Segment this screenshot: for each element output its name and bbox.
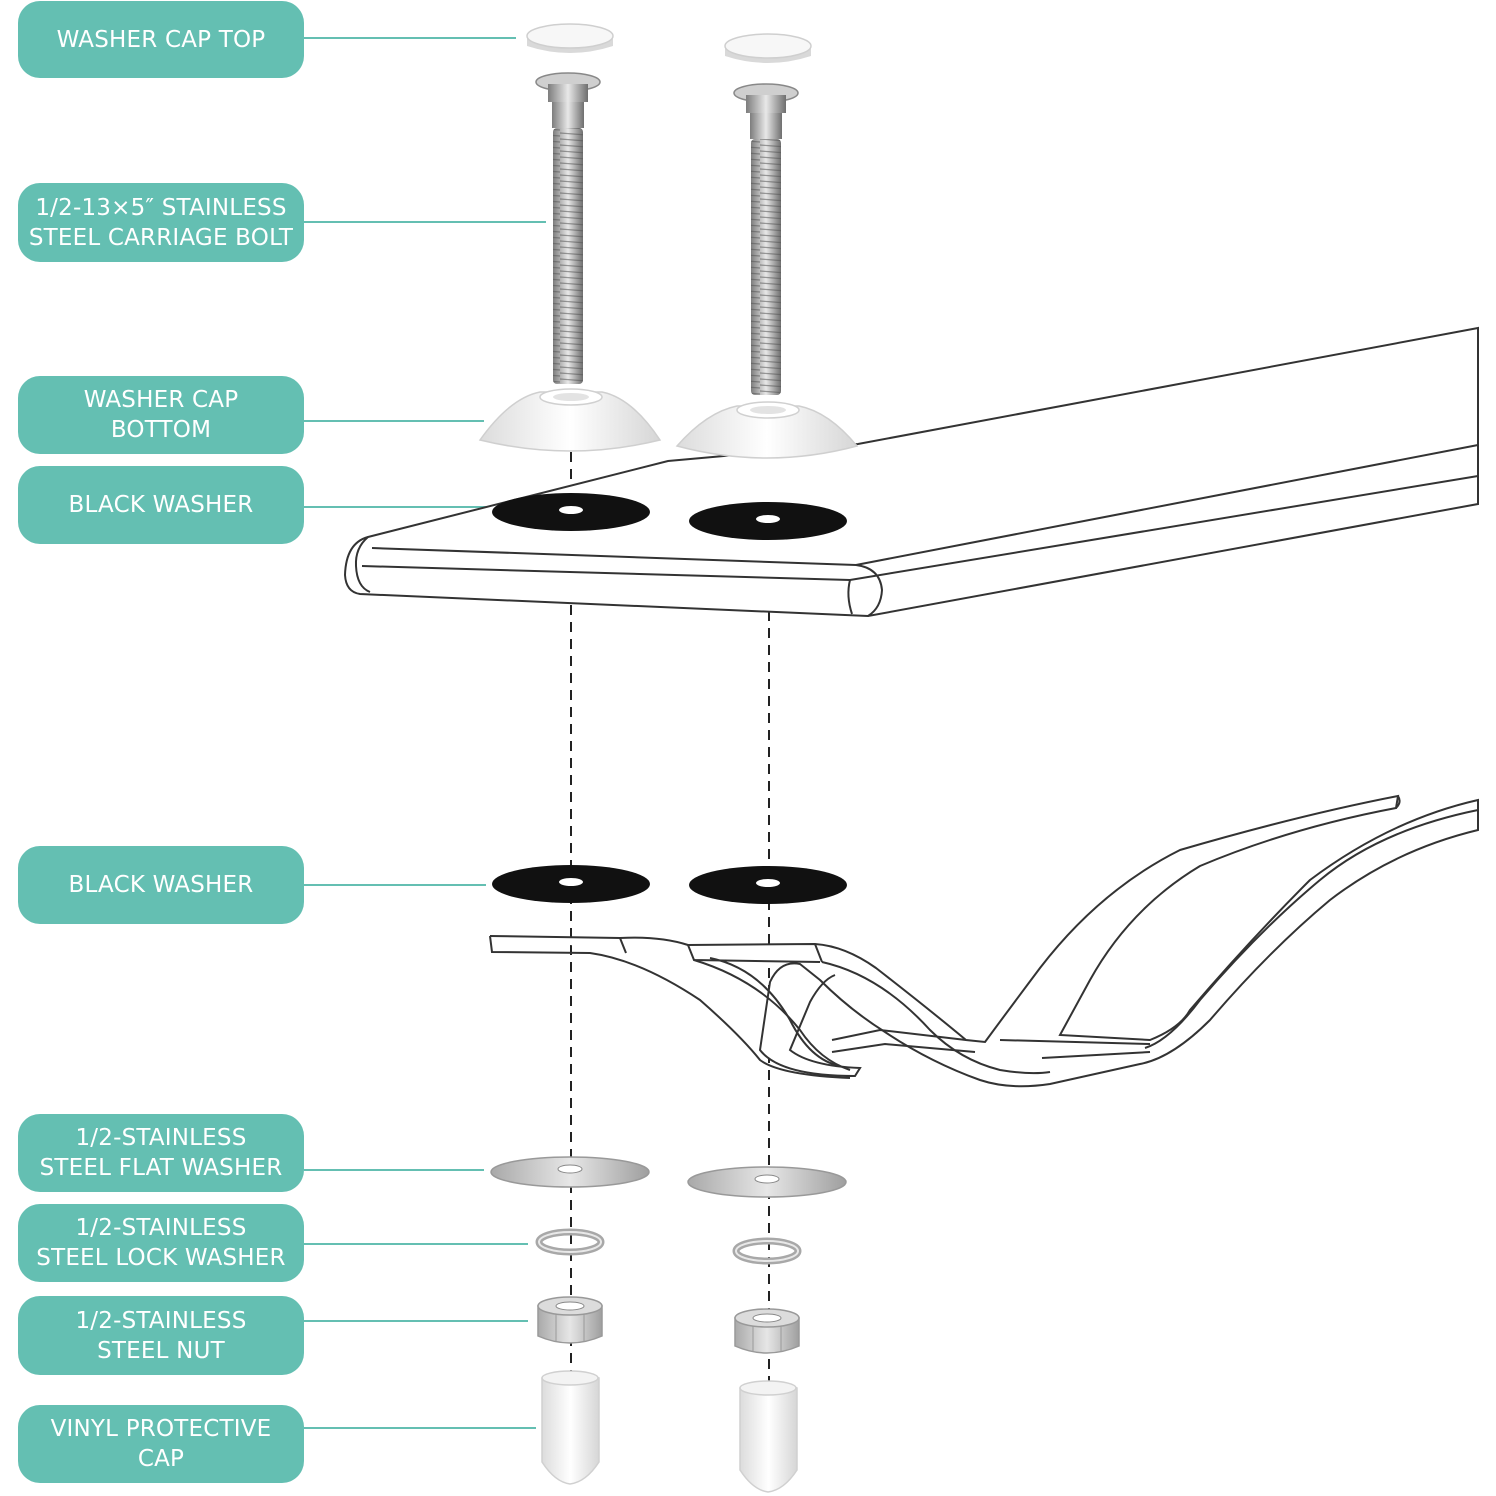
washer-cap-bottom-left <box>478 388 662 452</box>
leader-lines <box>304 37 546 1429</box>
black-washer-bottom-left <box>492 865 650 903</box>
label-black-washer-bottom: BLACK WASHER <box>18 846 304 924</box>
vinyl-cap-left <box>541 1370 600 1485</box>
label-line: STEEL FLAT WASHER <box>39 1155 283 1181</box>
diving-board <box>343 326 1479 618</box>
label-washer-cap-top: WASHER CAP TOP <box>18 1 304 78</box>
carriage-bolt-left <box>535 72 601 384</box>
label-line: BLACK WASHER <box>68 492 254 518</box>
label-lock-washer: 1/2-STAINLESS STEEL LOCK WASHER <box>18 1204 304 1282</box>
nut-right <box>734 1308 800 1354</box>
vinyl-cap-right <box>739 1380 798 1493</box>
label-washer-cap-bottom: WASHER CAP BOTTOM <box>18 376 304 454</box>
label-line: VINYL PROTECTIVE <box>50 1416 272 1442</box>
left-hardware-stack <box>478 23 662 1485</box>
label-line: 1/2-STAINLESS <box>75 1307 247 1334</box>
label-nut: 1/2-STAINLESS STEEL NUT <box>18 1296 304 1375</box>
label-line: 1/2-13×5″ STAINLESS <box>35 194 287 221</box>
washer-cap-bottom-right <box>675 401 859 459</box>
label-black-washer-top: BLACK WASHER <box>18 466 304 544</box>
label-line: STEEL LOCK WASHER <box>36 1245 286 1271</box>
label-line: STEEL NUT <box>97 1337 225 1364</box>
label-line: BLACK WASHER <box>68 872 254 898</box>
spring-bracket <box>489 794 1479 1088</box>
black-washer-top-right <box>689 502 847 540</box>
flat-washer-right <box>687 1166 847 1198</box>
label-line: CAP <box>137 1446 185 1472</box>
washer-cap-top-right <box>724 33 812 63</box>
black-washer-bottom-right <box>689 866 847 904</box>
lock-washer-left <box>535 1228 605 1256</box>
label-flat-washer: 1/2-STAINLESS STEEL FLAT WASHER <box>18 1114 304 1192</box>
black-washer-top-left <box>492 493 650 531</box>
nut-left <box>537 1296 603 1344</box>
flat-washer-left <box>490 1156 650 1188</box>
label-line: 1/2-STAINLESS <box>75 1125 247 1151</box>
label-line: WASHER CAP TOP <box>56 26 266 53</box>
label-line: STEEL CARRIAGE BOLT <box>28 224 294 251</box>
label-carriage-bolt: 1/2-13×5″ STAINLESS STEEL CARRIAGE BOLT <box>18 183 304 262</box>
label-line: WASHER CAP <box>83 387 239 413</box>
label-line: 1/2-STAINLESS <box>75 1215 247 1241</box>
lock-washer-right <box>732 1237 802 1265</box>
label-line: BOTTOM <box>110 417 212 443</box>
right-hardware-stack <box>675 33 859 1493</box>
label-vinyl-cap: VINYL PROTECTIVE CAP <box>18 1405 304 1483</box>
carriage-bolt-right <box>733 83 799 395</box>
washer-cap-top-left <box>526 23 614 53</box>
